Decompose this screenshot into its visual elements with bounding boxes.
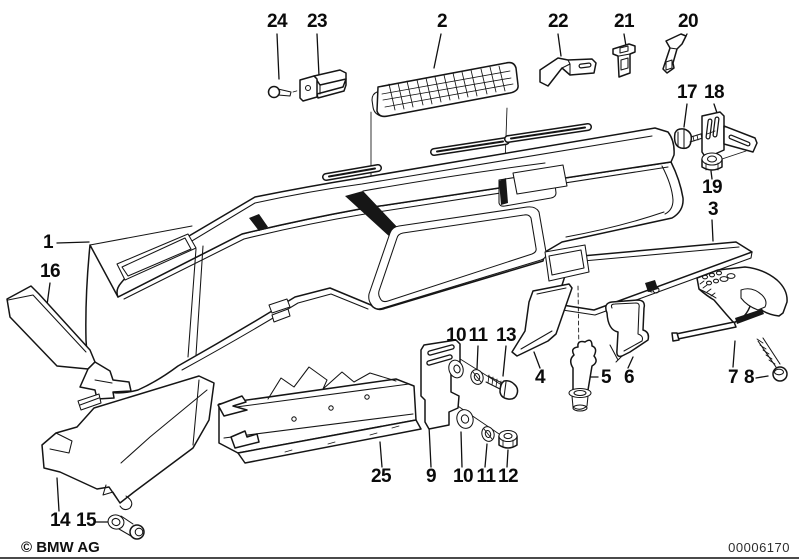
part-24-screw — [267, 85, 301, 99]
part-callout-9[interactable]: 9 — [426, 466, 437, 487]
part-4-pillar-trim — [511, 283, 573, 357]
part-10-washer-lower — [456, 409, 474, 429]
part-callout-14[interactable]: 14 — [50, 510, 71, 531]
part-21-clip — [612, 43, 636, 78]
part-17-screw — [673, 128, 708, 150]
dash-side-frame — [544, 244, 590, 282]
part-callout-21[interactable]: 21 — [614, 11, 635, 32]
scan-edge — [0, 557, 799, 559]
part-callout-4[interactable]: 4 — [535, 367, 546, 388]
part-6-clip — [605, 299, 650, 363]
part-11-lockwasher-lower — [481, 426, 495, 442]
image-number: 00006170 — [728, 540, 790, 555]
part-7-console-support — [671, 266, 788, 342]
part-callout-24[interactable]: 24 — [267, 11, 288, 32]
shadow-wedge — [345, 191, 401, 238]
part-16-strip — [6, 285, 132, 400]
part-11-lockwasher-upper — [470, 369, 484, 385]
part-callout-3[interactable]: 3 — [708, 199, 719, 220]
part-23-bracket — [299, 69, 347, 102]
part-callout-20[interactable]: 20 — [678, 11, 699, 32]
part-1-instrument-panel — [85, 123, 684, 394]
defroster-slot — [322, 123, 592, 181]
part-18-bracket — [701, 111, 758, 160]
cluster-opening — [116, 233, 197, 281]
part-callout-12[interactable]: 12 — [498, 466, 519, 487]
part-10-washer-upper — [448, 359, 464, 379]
part-callout-10[interactable]: 10 — [453, 466, 474, 487]
part-callout-25[interactable]: 25 — [371, 466, 392, 487]
part-2-speaker-grille — [371, 61, 519, 118]
part-callout-8[interactable]: 8 — [744, 367, 755, 388]
part-callout-17[interactable]: 17 — [677, 82, 698, 103]
part-14-side-panel — [41, 375, 215, 511]
part-callout-7[interactable]: 7 — [728, 367, 739, 388]
part-callout-5[interactable]: 5 — [601, 367, 612, 388]
part-19-nut — [701, 152, 723, 171]
part-callout-2[interactable]: 2 — [437, 11, 448, 32]
part-callout-16[interactable]: 16 — [40, 261, 61, 282]
part-callout-10[interactable]: 10 — [446, 325, 467, 346]
part-callout-6[interactable]: 6 — [624, 367, 635, 388]
part-25-crossmember — [217, 366, 422, 464]
part-15-clip — [107, 514, 145, 540]
part-callout-11[interactable]: 11 — [476, 466, 496, 487]
part-22-clip — [539, 57, 597, 87]
part-13-bolt — [485, 374, 519, 400]
copyright-text: © BMW AG — [21, 539, 100, 556]
part-callout-15[interactable]: 15 — [76, 510, 97, 531]
leader-lines — [46, 33, 769, 523]
shadow-wedge — [249, 214, 268, 231]
part-12-nut — [498, 429, 518, 449]
part-callout-1[interactable]: 1 — [43, 232, 54, 253]
part-callout-22[interactable]: 22 — [548, 11, 569, 32]
part-callout-13[interactable]: 13 — [496, 325, 517, 346]
part-callout-19[interactable]: 19 — [702, 177, 723, 198]
part-callout-23[interactable]: 23 — [307, 11, 328, 32]
part-callout-18[interactable]: 18 — [704, 82, 725, 103]
part-5-clip — [568, 285, 597, 412]
part-callout-11[interactable]: 11 — [468, 325, 488, 346]
part-20-clip — [662, 33, 687, 74]
part-8-screw — [756, 337, 788, 382]
glovebox-opening — [368, 206, 547, 310]
